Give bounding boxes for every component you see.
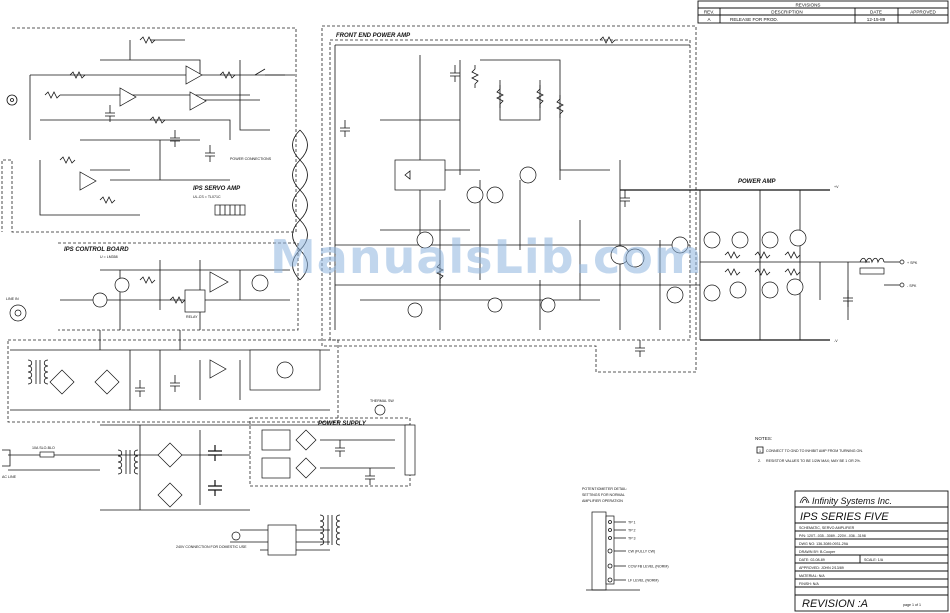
- pot-detail-settings: SETTINGS FOR NORMAL: [582, 493, 625, 497]
- power-amp-circuit: + SPK - SPK +V -V: [620, 185, 918, 343]
- neg-rail-label: -V: [834, 339, 838, 343]
- note-2: RESISTOR VALUES TO BE 1/2W MAX; MAY BE 1…: [766, 459, 861, 463]
- power-amp-label: POWER AMP: [738, 179, 776, 185]
- pot-label-2: CCW FB LEVEL (NORM): [628, 565, 669, 569]
- line-in-label: LINE IN: [6, 297, 19, 301]
- servo-amp-label: IPS SERVO AMP: [193, 186, 241, 192]
- control-board-circuit: LINE IN RELAY: [6, 260, 290, 330]
- pot-pin-1: TP 1: [628, 521, 636, 525]
- page-indicator: page 1 of 1: [903, 603, 921, 607]
- speaker-pos-label: + SPK: [907, 261, 918, 265]
- drawing-date: DATE: 02-08-89: [799, 558, 825, 562]
- date-cell: 12-15-89: [867, 17, 886, 22]
- fuse-label: 10A SLO-BLO: [32, 446, 55, 450]
- pot-detail-op: AMPLIFIER OPERATION: [582, 499, 623, 503]
- pot-label-1: CW (FULLY CW): [628, 550, 655, 554]
- connection-note: 240V CONNECTION FOR DOMESTIC USE: [176, 545, 247, 549]
- drawing-title: SCHEMATIC, SERVO AMPLIFIER: [799, 526, 855, 530]
- pot-pin-3: TP 3: [628, 537, 636, 541]
- revisions-table: REVISIONS REV. DESCRIPTION DATE APPROVED…: [697, 0, 949, 24]
- description-cell: RELEASE FOR PROD.: [730, 17, 778, 22]
- pot-pin-2: TP 2: [628, 529, 636, 533]
- control-psu-circuit: [10, 330, 330, 411]
- connection-detail: 240V CONNECTION FOR DOMESTIC USE: [176, 514, 341, 556]
- material: MATERIAL: N/A: [799, 574, 825, 578]
- rev-cell: A: [707, 17, 711, 22]
- revisions-heading: REVISIONS: [795, 3, 820, 8]
- drawing-number: DWG NO: 136-3089-0931-29A: [799, 542, 849, 546]
- control-sub: U = LM358: [100, 255, 118, 259]
- rev-col-header: REV.: [704, 10, 714, 15]
- product-name: IPS SERIES FIVE: [800, 511, 889, 523]
- approved-by: APPROVED: JOHN 2/13/89: [799, 566, 844, 570]
- note-1-marker: 1: [759, 449, 761, 453]
- approved-col-header: APPROVED: [910, 10, 936, 15]
- control-board-label: IPS CONTROL BOARD: [64, 247, 129, 253]
- drawn-by: DRAWN BY: B.Cooper: [799, 550, 836, 554]
- pot-label-3: LF LEVEL (NORM): [628, 579, 659, 583]
- relay-label: RELAY: [186, 315, 198, 319]
- power-supply-label: POWER SUPPLY: [318, 421, 367, 427]
- description-col-header: DESCRIPTION: [771, 10, 802, 15]
- notes-block: NOTES: 1 CONNECT TO GND TO INHIBIT AMP F…: [755, 436, 863, 463]
- note-2-marker: 2.: [758, 459, 761, 463]
- watermark: ManualsLib.com: [270, 230, 703, 284]
- servo-amp-circuit: POWER CONNECTIONS: [6, 36, 295, 216]
- ac-line-label: AC LINE: [2, 475, 17, 479]
- notes-heading: NOTES:: [755, 436, 772, 441]
- company-logo-icon: [799, 496, 810, 504]
- potentiometer-detail: POTENTIOMETER DETAIL: SETTINGS FOR NORMA…: [582, 487, 669, 591]
- finish: FINISH: N/A: [799, 582, 819, 586]
- pos-rail-label: +V: [834, 185, 839, 189]
- part-number: P/N: 120T...035...3089...220V...036...31…: [799, 534, 866, 538]
- thermal-label: THERMAL SW: [370, 399, 394, 403]
- power-connections-label: POWER CONNECTIONS: [230, 157, 272, 161]
- note-1: CONNECT TO GND TO INHIBIT AMP FROM TURNI…: [766, 449, 863, 453]
- twisted-cable: [292, 129, 308, 281]
- front-end-label: FRONT END POWER AMP: [336, 33, 411, 39]
- speaker-neg-label: - SPK: [907, 284, 917, 288]
- front-end-circuit: [334, 36, 700, 357]
- pot-detail-heading: POTENTIOMETER DETAIL:: [582, 487, 627, 491]
- servo-amp-sub: UL-CS = TL071C: [193, 195, 221, 199]
- main-power-supply: AC LINE 10A SLO-BLO THERMAL SW: [2, 399, 416, 511]
- date-col-header: DATE: [870, 10, 882, 15]
- drawing-scale: SCALE: 1/A: [864, 558, 884, 562]
- revision-label: REVISION :A: [802, 598, 868, 610]
- company-name: Infinity Systems Inc.: [812, 496, 892, 506]
- title-block: Infinity Systems Inc. IPS SERIES FIVE SC…: [794, 490, 949, 612]
